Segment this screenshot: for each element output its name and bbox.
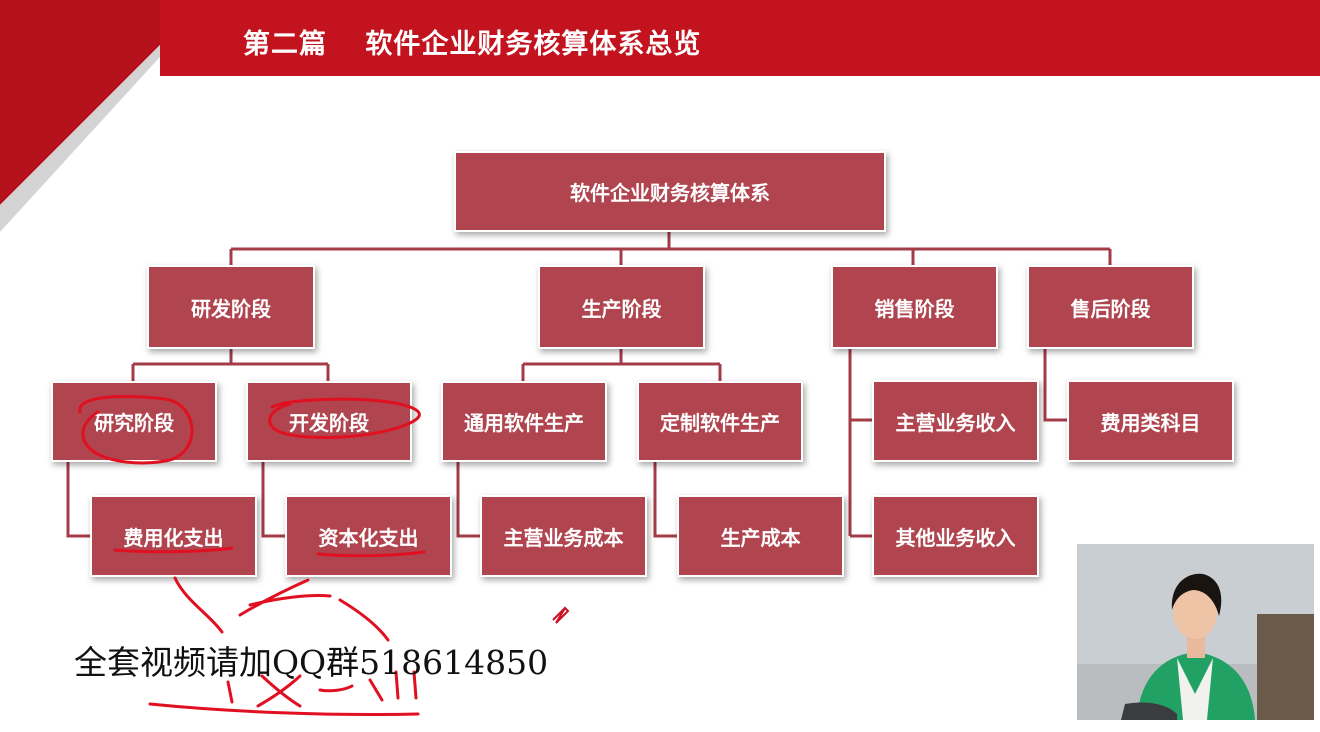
node-expensed-outlay: 费用化支出 (92, 497, 255, 575)
page-title: 第二篇 软件企业财务核算体系总览 (243, 29, 702, 60)
node-production-cost: 生产成本 (679, 497, 842, 575)
watermark-text: 全套视频请加QQ群518614850 (74, 643, 549, 682)
node-capitalized-outlay: 资本化支出 (287, 497, 450, 575)
stage-node-production: 生产阶段 (540, 267, 703, 347)
stage-node-sales: 销售阶段 (833, 267, 996, 347)
node-other-revenue: 其他业务收入 (874, 497, 1037, 575)
node-development: 开发阶段 (248, 383, 410, 460)
root-node: 软件企业财务核算体系 (456, 153, 884, 230)
stage-node-aftersales: 售后阶段 (1029, 267, 1192, 347)
node-main-revenue: 主营业务收入 (874, 382, 1037, 460)
node-custom-software: 定制软件生产 (639, 383, 801, 460)
presenter-image (1077, 544, 1314, 720)
stage-node-rnd: 研发阶段 (149, 267, 313, 347)
node-main-business-cost: 主营业务成本 (482, 497, 645, 575)
header-band (160, 0, 1320, 76)
node-generic-software: 通用软件生产 (443, 383, 605, 460)
presenter-video-inset (1077, 544, 1314, 720)
node-expense-accounts: 费用类科目 (1069, 382, 1232, 460)
